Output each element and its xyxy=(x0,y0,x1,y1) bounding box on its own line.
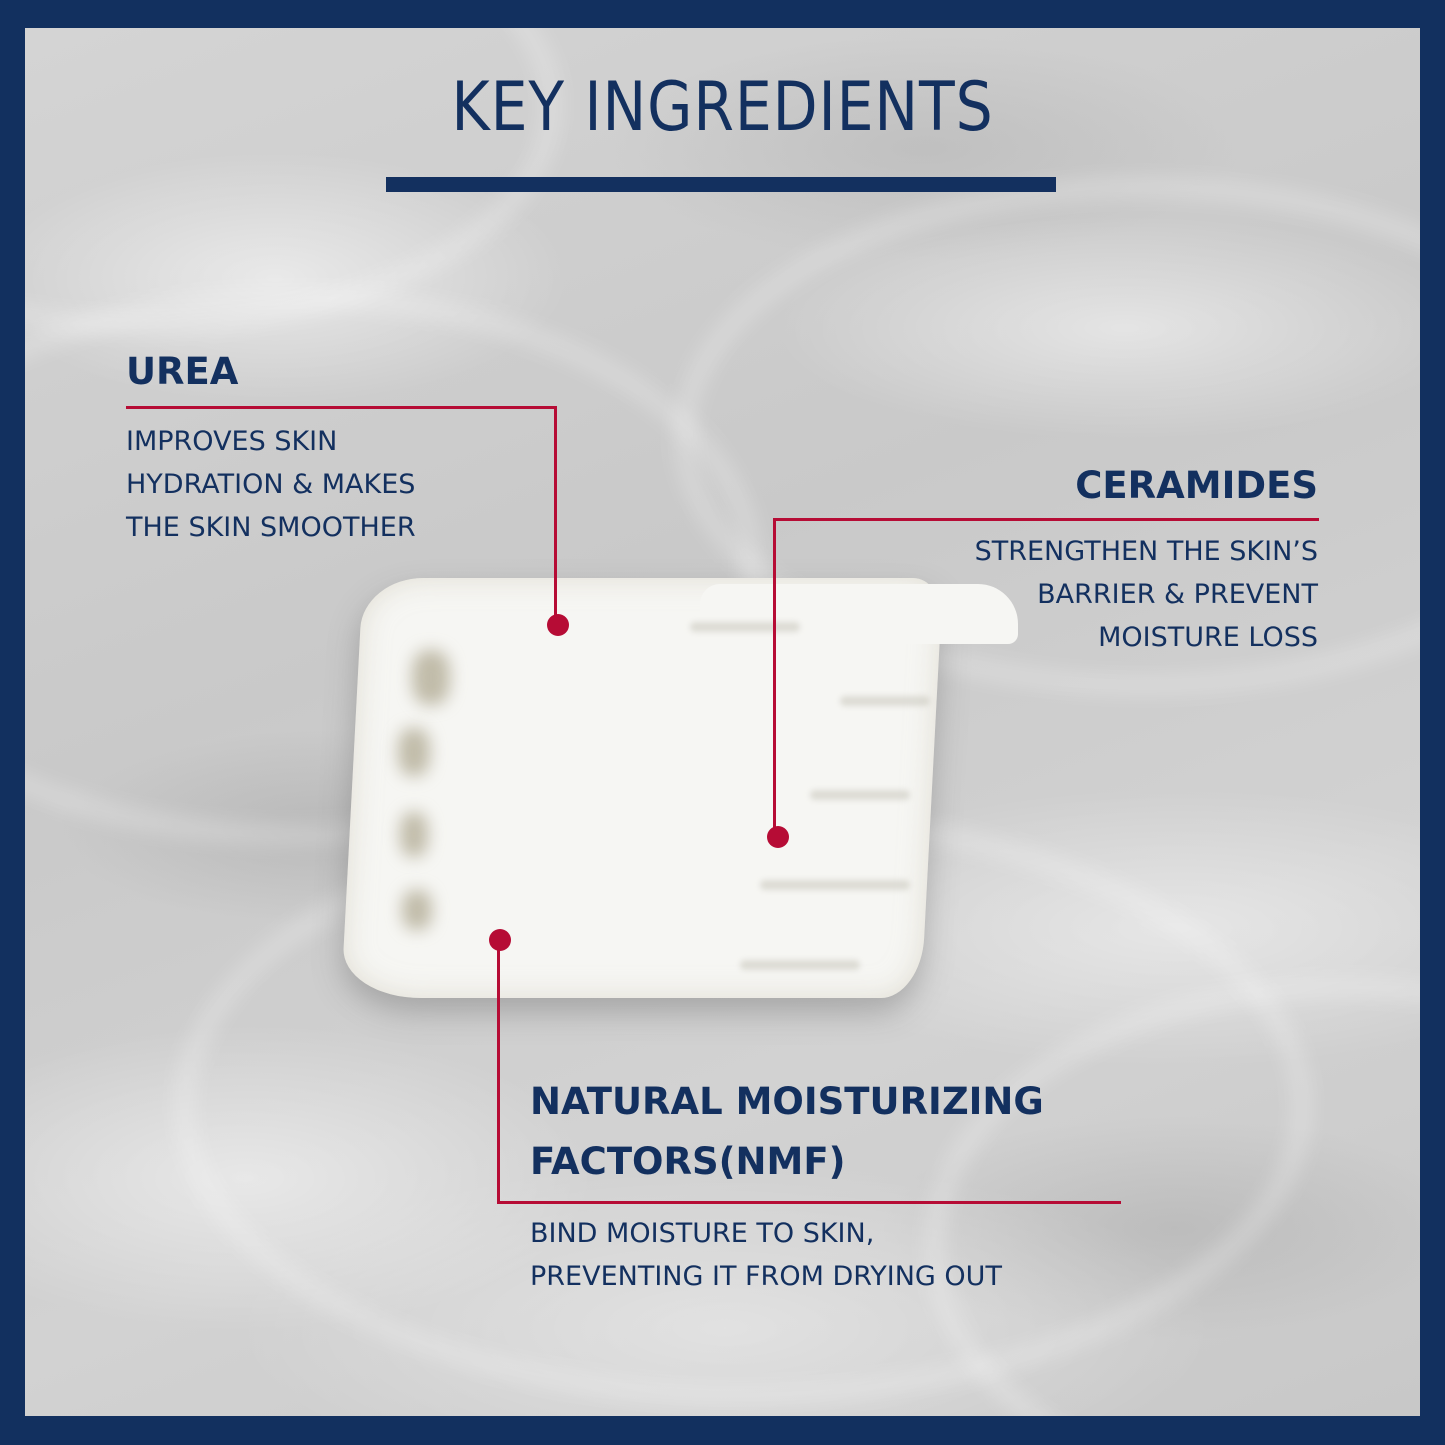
page-title: KEY INGREDIENTS xyxy=(451,68,994,147)
callout-dot xyxy=(547,614,569,636)
ingredient-description-line: MOISTURE LOSS xyxy=(1098,622,1318,653)
ingredient-heading: UREA xyxy=(126,350,239,393)
ingredient-heading: NATURAL MOISTURIZING xyxy=(530,1080,1044,1123)
ingredient-description-line: PREVENTING IT FROM DRYING OUT xyxy=(530,1261,1002,1292)
callout-dot xyxy=(489,929,511,951)
ingredient-heading: FACTORS(NMF) xyxy=(530,1140,846,1183)
ingredient-description-line: HYDRATION & MAKES xyxy=(126,469,416,500)
ingredient-heading: CERAMIDES xyxy=(1075,464,1318,507)
callout-line-horizontal xyxy=(497,1201,1121,1204)
title-underline xyxy=(386,177,1056,192)
ingredient-description-line: STRENGTHEN THE SKIN’S xyxy=(974,536,1318,567)
callout-line-horizontal xyxy=(126,406,557,409)
callout-dot xyxy=(767,826,789,848)
callout-line-vertical xyxy=(497,940,500,1204)
ingredient-description-line: IMPROVES SKIN xyxy=(126,426,338,457)
ingredient-description-line: BARRIER & PREVENT xyxy=(1037,579,1318,610)
callout-line-vertical xyxy=(554,406,557,624)
ingredient-description-line: THE SKIN SMOOTHER xyxy=(126,512,416,543)
callout-line-vertical xyxy=(773,518,776,828)
ingredient-description-line: BIND MOISTURE TO SKIN, xyxy=(530,1218,875,1249)
callout-line-horizontal xyxy=(773,518,1319,521)
